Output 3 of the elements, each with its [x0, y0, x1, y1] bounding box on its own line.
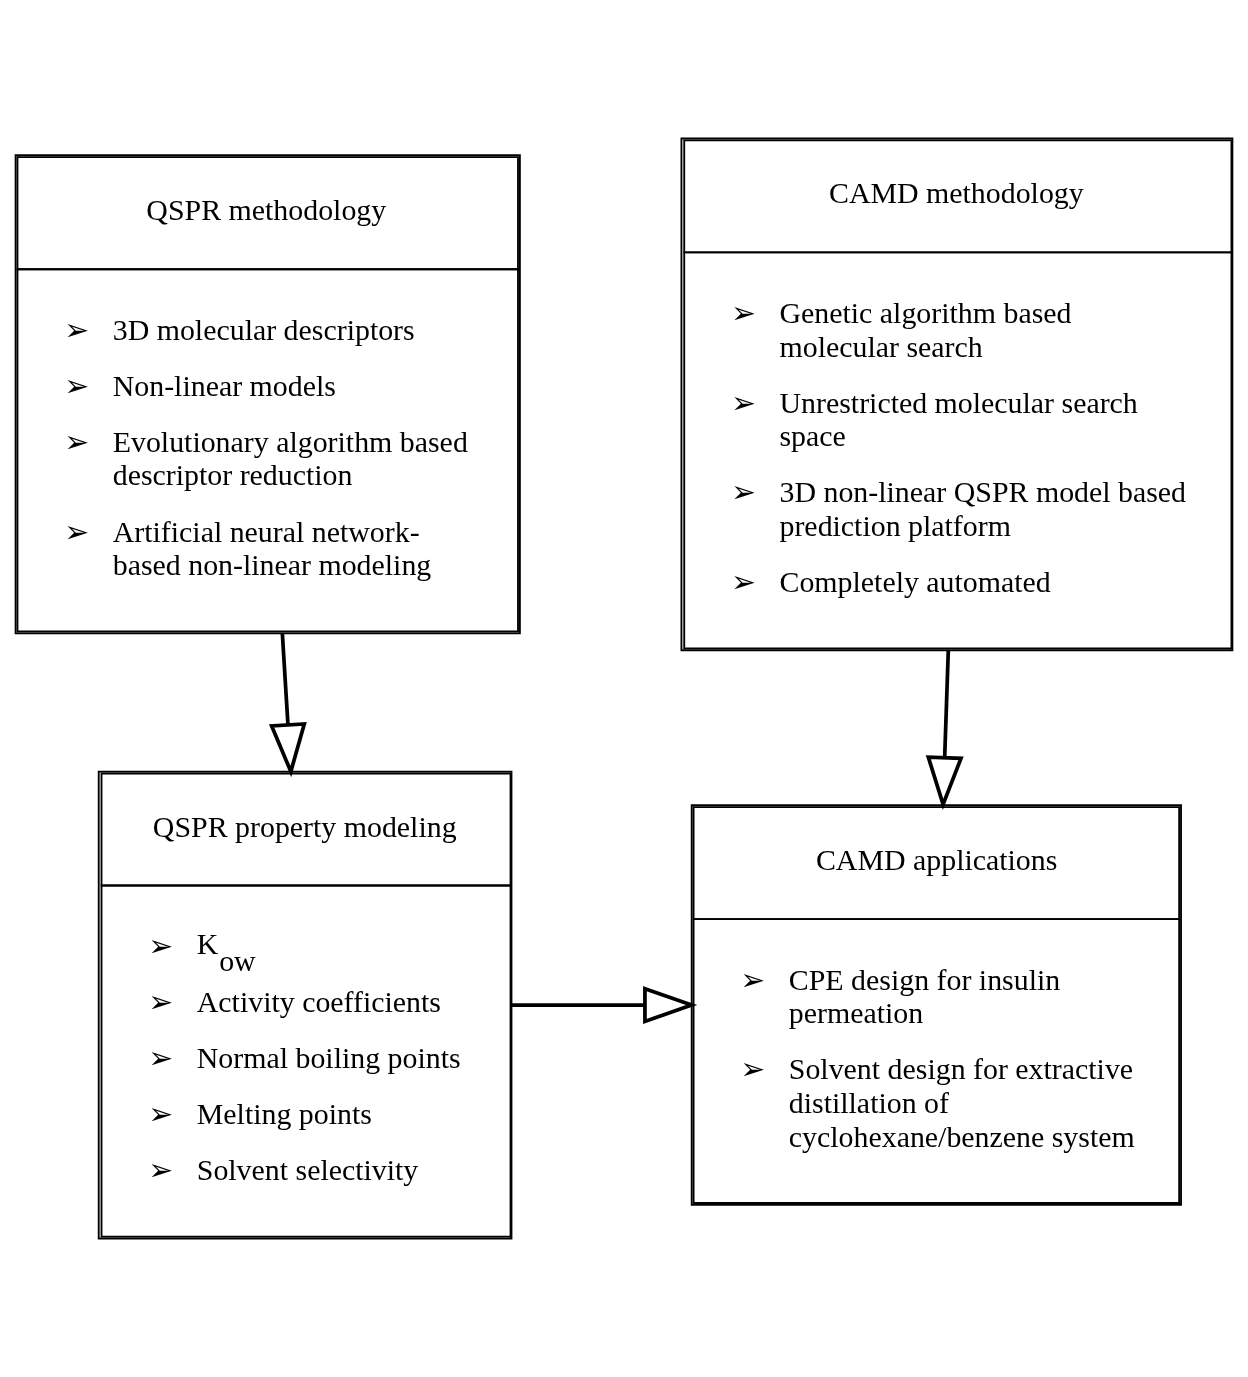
arrow	[925, 650, 964, 811]
arrow	[511, 986, 698, 1025]
arrow	[268, 633, 307, 778]
